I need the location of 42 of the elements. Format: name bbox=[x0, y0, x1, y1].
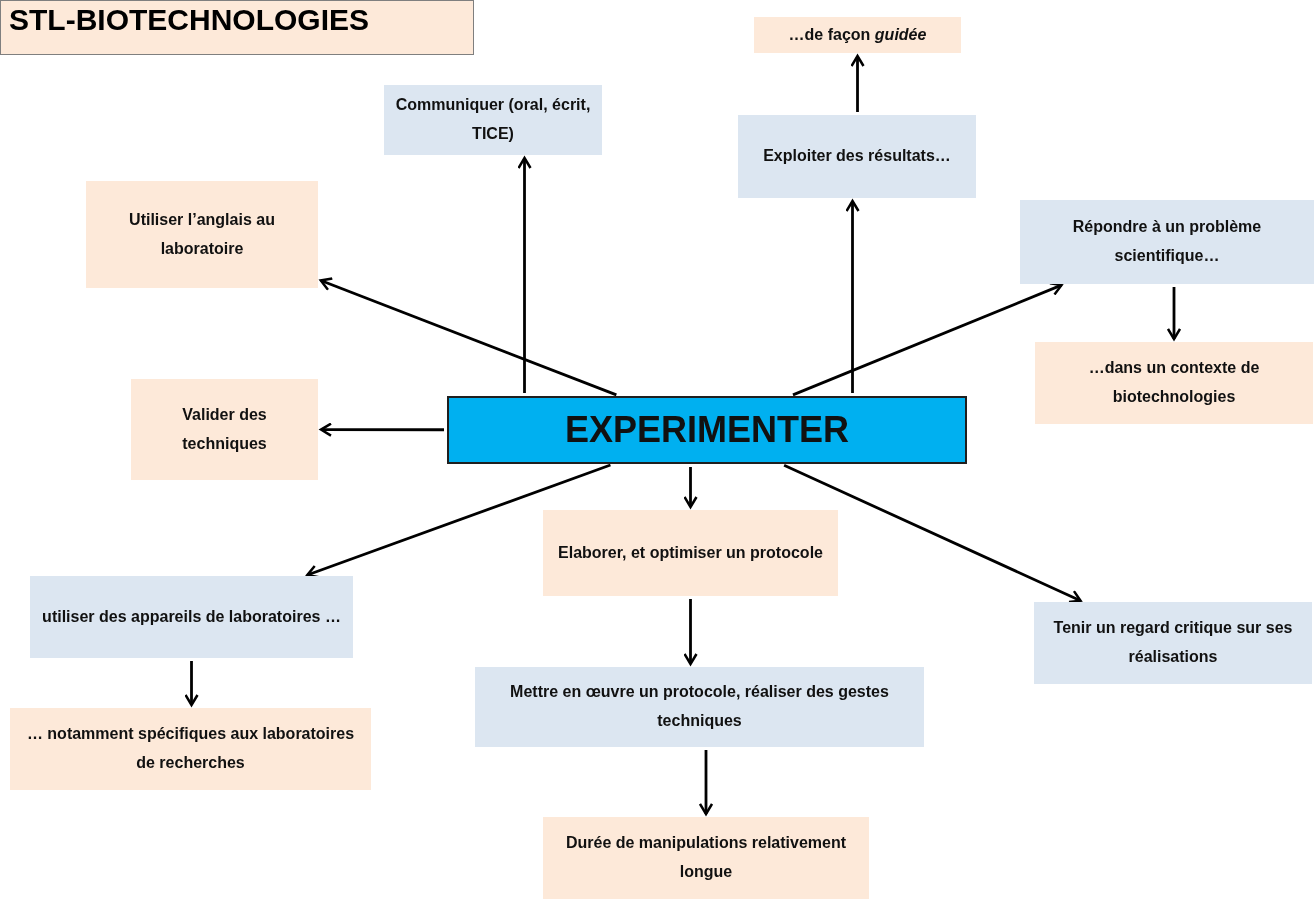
concept-box bbox=[543, 510, 838, 596]
arrow bbox=[319, 422, 444, 437]
arrow bbox=[306, 463, 611, 579]
arrow bbox=[319, 277, 617, 397]
concept-box bbox=[30, 576, 353, 658]
node-text: Utiliser l’anglais au laboratoire bbox=[128, 209, 276, 259]
node-text: utiliser des appareils de laboratoires … bbox=[42, 606, 341, 627]
arrow bbox=[792, 282, 1063, 397]
arrow bbox=[683, 599, 698, 666]
arrow bbox=[683, 467, 698, 509]
arrow bbox=[184, 661, 199, 707]
concept-box bbox=[1020, 200, 1314, 284]
concept-box bbox=[475, 667, 924, 747]
arrow bbox=[517, 156, 532, 393]
node-text: …dans un contexte de biotechnologies bbox=[1087, 358, 1261, 407]
node-text: Valider des techniques bbox=[181, 404, 268, 454]
concept-box bbox=[86, 181, 318, 288]
arrow bbox=[845, 199, 860, 393]
arrow bbox=[850, 54, 865, 112]
concept-box bbox=[384, 85, 602, 155]
node-text: Durée de manipulations relativement longue bbox=[564, 833, 848, 882]
concept-box bbox=[1035, 342, 1313, 424]
title: STL-BIOTECHNOLOGIES bbox=[9, 3, 369, 37]
concept-box bbox=[543, 817, 869, 899]
concept-box bbox=[738, 115, 976, 198]
arrow bbox=[783, 463, 1082, 604]
node-text: Répondre à un problème scientifique… bbox=[1071, 217, 1263, 266]
node-text: EXPERIMENTER bbox=[564, 410, 849, 450]
node-text: Exploiter des résultats… bbox=[763, 146, 951, 167]
arrow bbox=[1166, 287, 1182, 341]
node-text: …de façon guidée bbox=[788, 24, 927, 45]
node-text: … notamment spécifiques aux laboratoires de recherches bbox=[25, 724, 356, 773]
node-text: Elaborer, et optimiser un protocole bbox=[558, 542, 823, 563]
concept-box bbox=[131, 379, 318, 480]
node-text: Mettre en œuvre un protocole, réaliser des gestes techniques bbox=[509, 682, 890, 731]
concept-box bbox=[754, 17, 961, 53]
concept-box bbox=[1034, 602, 1312, 684]
node-text: Tenir un regard critique sur ses réalisations bbox=[1052, 618, 1294, 667]
central-box bbox=[447, 396, 967, 464]
node-text: Communiquer (oral, écrit, TICE) bbox=[394, 95, 592, 144]
concept-box bbox=[10, 708, 371, 790]
arrow bbox=[698, 750, 714, 816]
